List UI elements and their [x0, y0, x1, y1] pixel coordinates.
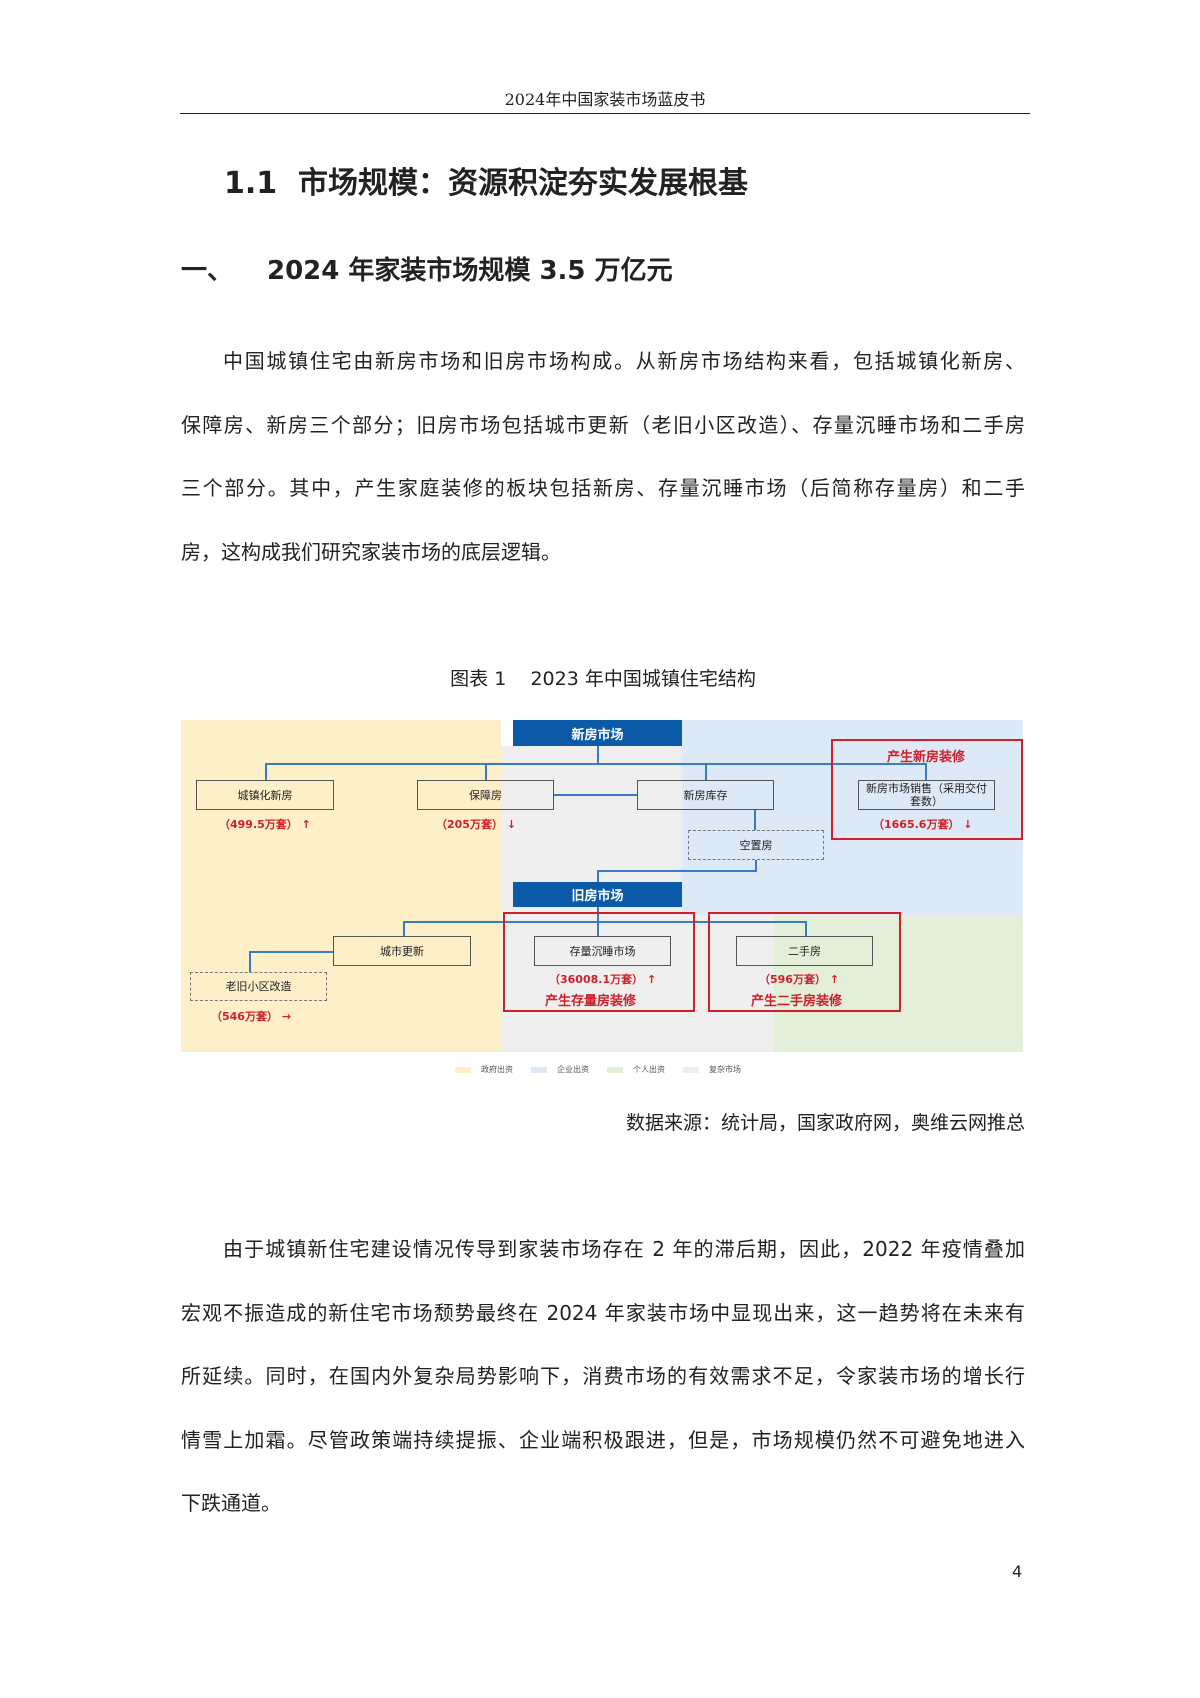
paragraph-2: 由于城镇新住宅建设情况传导到家装市场存在 2 年的滞后期，因此，2022 年疫情… [181, 1218, 1025, 1536]
running-header: 2024年中国家装市场蓝皮书 [504, 90, 706, 109]
arrow-up-icon: ↑ [301, 818, 311, 831]
old-community-box: 老旧小区改造 [190, 972, 327, 1001]
diagram-legend: 政府出资 企业出资 个人出资 复杂市场 [455, 1064, 741, 1075]
new-sales-value: （1665.6万套） ↓ [873, 818, 973, 831]
housing-structure-diagram: 新房市场 旧房市场 城镇化新房 （499.5万套） ↑ 保障房 （205万套） … [181, 720, 1023, 1052]
old-community-value: （546万套） → [211, 1010, 292, 1023]
text-line: 保障房、新房三个部分；旧房市场包括城市更新（老旧小区改造）、存量沉睡市场和二手房 [181, 412, 1025, 437]
text-line: 所延续。同时，在国内外复杂局势影响下，消费市场的有效需求不足，令家装市场的增长行 [181, 1364, 1025, 1388]
urban-new-value: （499.5万套） ↑ [219, 818, 311, 831]
old-market-box: 旧房市场 [513, 882, 682, 907]
legend-item: 个人出资 [607, 1064, 665, 1075]
arrow-up-icon: ↑ [646, 973, 657, 986]
arrow-up-icon: ↑ [829, 973, 840, 986]
subsection-title: 一、 2024 年家装市场规模 3.5 万亿元 [181, 250, 673, 287]
data-source: 数据来源：统计局，国家政府网，奥维云网推总 [625, 1112, 1025, 1134]
second-hand-reno-label: 产生二手房装修 [751, 994, 843, 1009]
legend-item: 政府出资 [455, 1064, 513, 1075]
arrow-right-icon: → [281, 1010, 292, 1023]
text-line: 三个部分。其中，产生家庭装修的板块包括新房、存量沉睡市场（后简称存量房）和二手 [181, 476, 1025, 500]
legend-item: 复杂市场 [683, 1064, 741, 1075]
personal-region [774, 915, 1023, 1052]
text-line: 房，这构成我们研究家装市场的底层逻辑。 [181, 539, 561, 564]
affordable-value: （205万套） ↓ [436, 818, 517, 831]
text-line: 下跌通道。 [181, 1491, 281, 1515]
second-hand-highlight [708, 912, 901, 1012]
second-hand-value: （596万套） ↑ [759, 973, 840, 986]
text-line: 情雪上加霜。尽管政策端持续提振、企业端积极跟进，但是，市场规模仍然不可避免地进入 [181, 1427, 1025, 1452]
subsection-text: 2024 年家装市场规模 3.5 万亿元 [267, 256, 673, 286]
paragraph-1: 中国城镇住宅由新房市场和旧房市场构成。从新房市场结构来看，包括城镇化新房、 保障… [181, 330, 1025, 584]
arrow-down-icon: ↓ [506, 818, 517, 831]
dormant-highlight [503, 912, 695, 1012]
header-divider [180, 113, 1030, 114]
inventory-box: 新房库存 [637, 780, 774, 810]
affordable-box: 保障房 [417, 780, 554, 810]
enterprise-region [682, 720, 1023, 915]
section-title: 1.1 市场规模：资源积淀夯实发展根基 [224, 166, 749, 201]
figure-caption: 图表 1 2023 年中国城镇住宅结构 [450, 668, 756, 690]
gov-region [181, 720, 501, 1052]
subsection-number: 一、 [181, 256, 234, 286]
new-market-box: 新房市场 [513, 720, 682, 746]
new-reno-highlight [831, 739, 1023, 840]
legend-item: 企业出资 [531, 1064, 589, 1075]
dormant-value: （36008.1万套） ↑ [549, 973, 657, 986]
second-hand-box: 二手房 [736, 936, 873, 966]
new-sales-box: 新房市场销售（采用交付套数） [858, 780, 995, 810]
vacant-box: 空置房 [688, 830, 824, 860]
dormant-reno-label: 产生存量房装修 [545, 994, 637, 1009]
new-reno-label: 产生新房装修 [887, 750, 966, 765]
page-number: 4 [1012, 1562, 1023, 1581]
urban-new-box: 城镇化新房 [196, 780, 334, 810]
urban-renewal-box: 城市更新 [333, 936, 471, 966]
arrow-down-icon: ↓ [963, 818, 973, 831]
text-line: 由于城镇新住宅建设情况传导到家装市场存在 2 年的滞后期，因此，2022 年疫情… [223, 1237, 1025, 1261]
dormant-box: 存量沉睡市场 [534, 936, 671, 966]
text-line: 中国城镇住宅由新房市场和旧房市场构成。从新房市场结构来看，包括城镇化新房、 [223, 349, 1025, 373]
text-line: 宏观不振造成的新住宅市场颓势最终在 2024 年家装市场中显现出来，这一趋势将在… [181, 1300, 1025, 1325]
